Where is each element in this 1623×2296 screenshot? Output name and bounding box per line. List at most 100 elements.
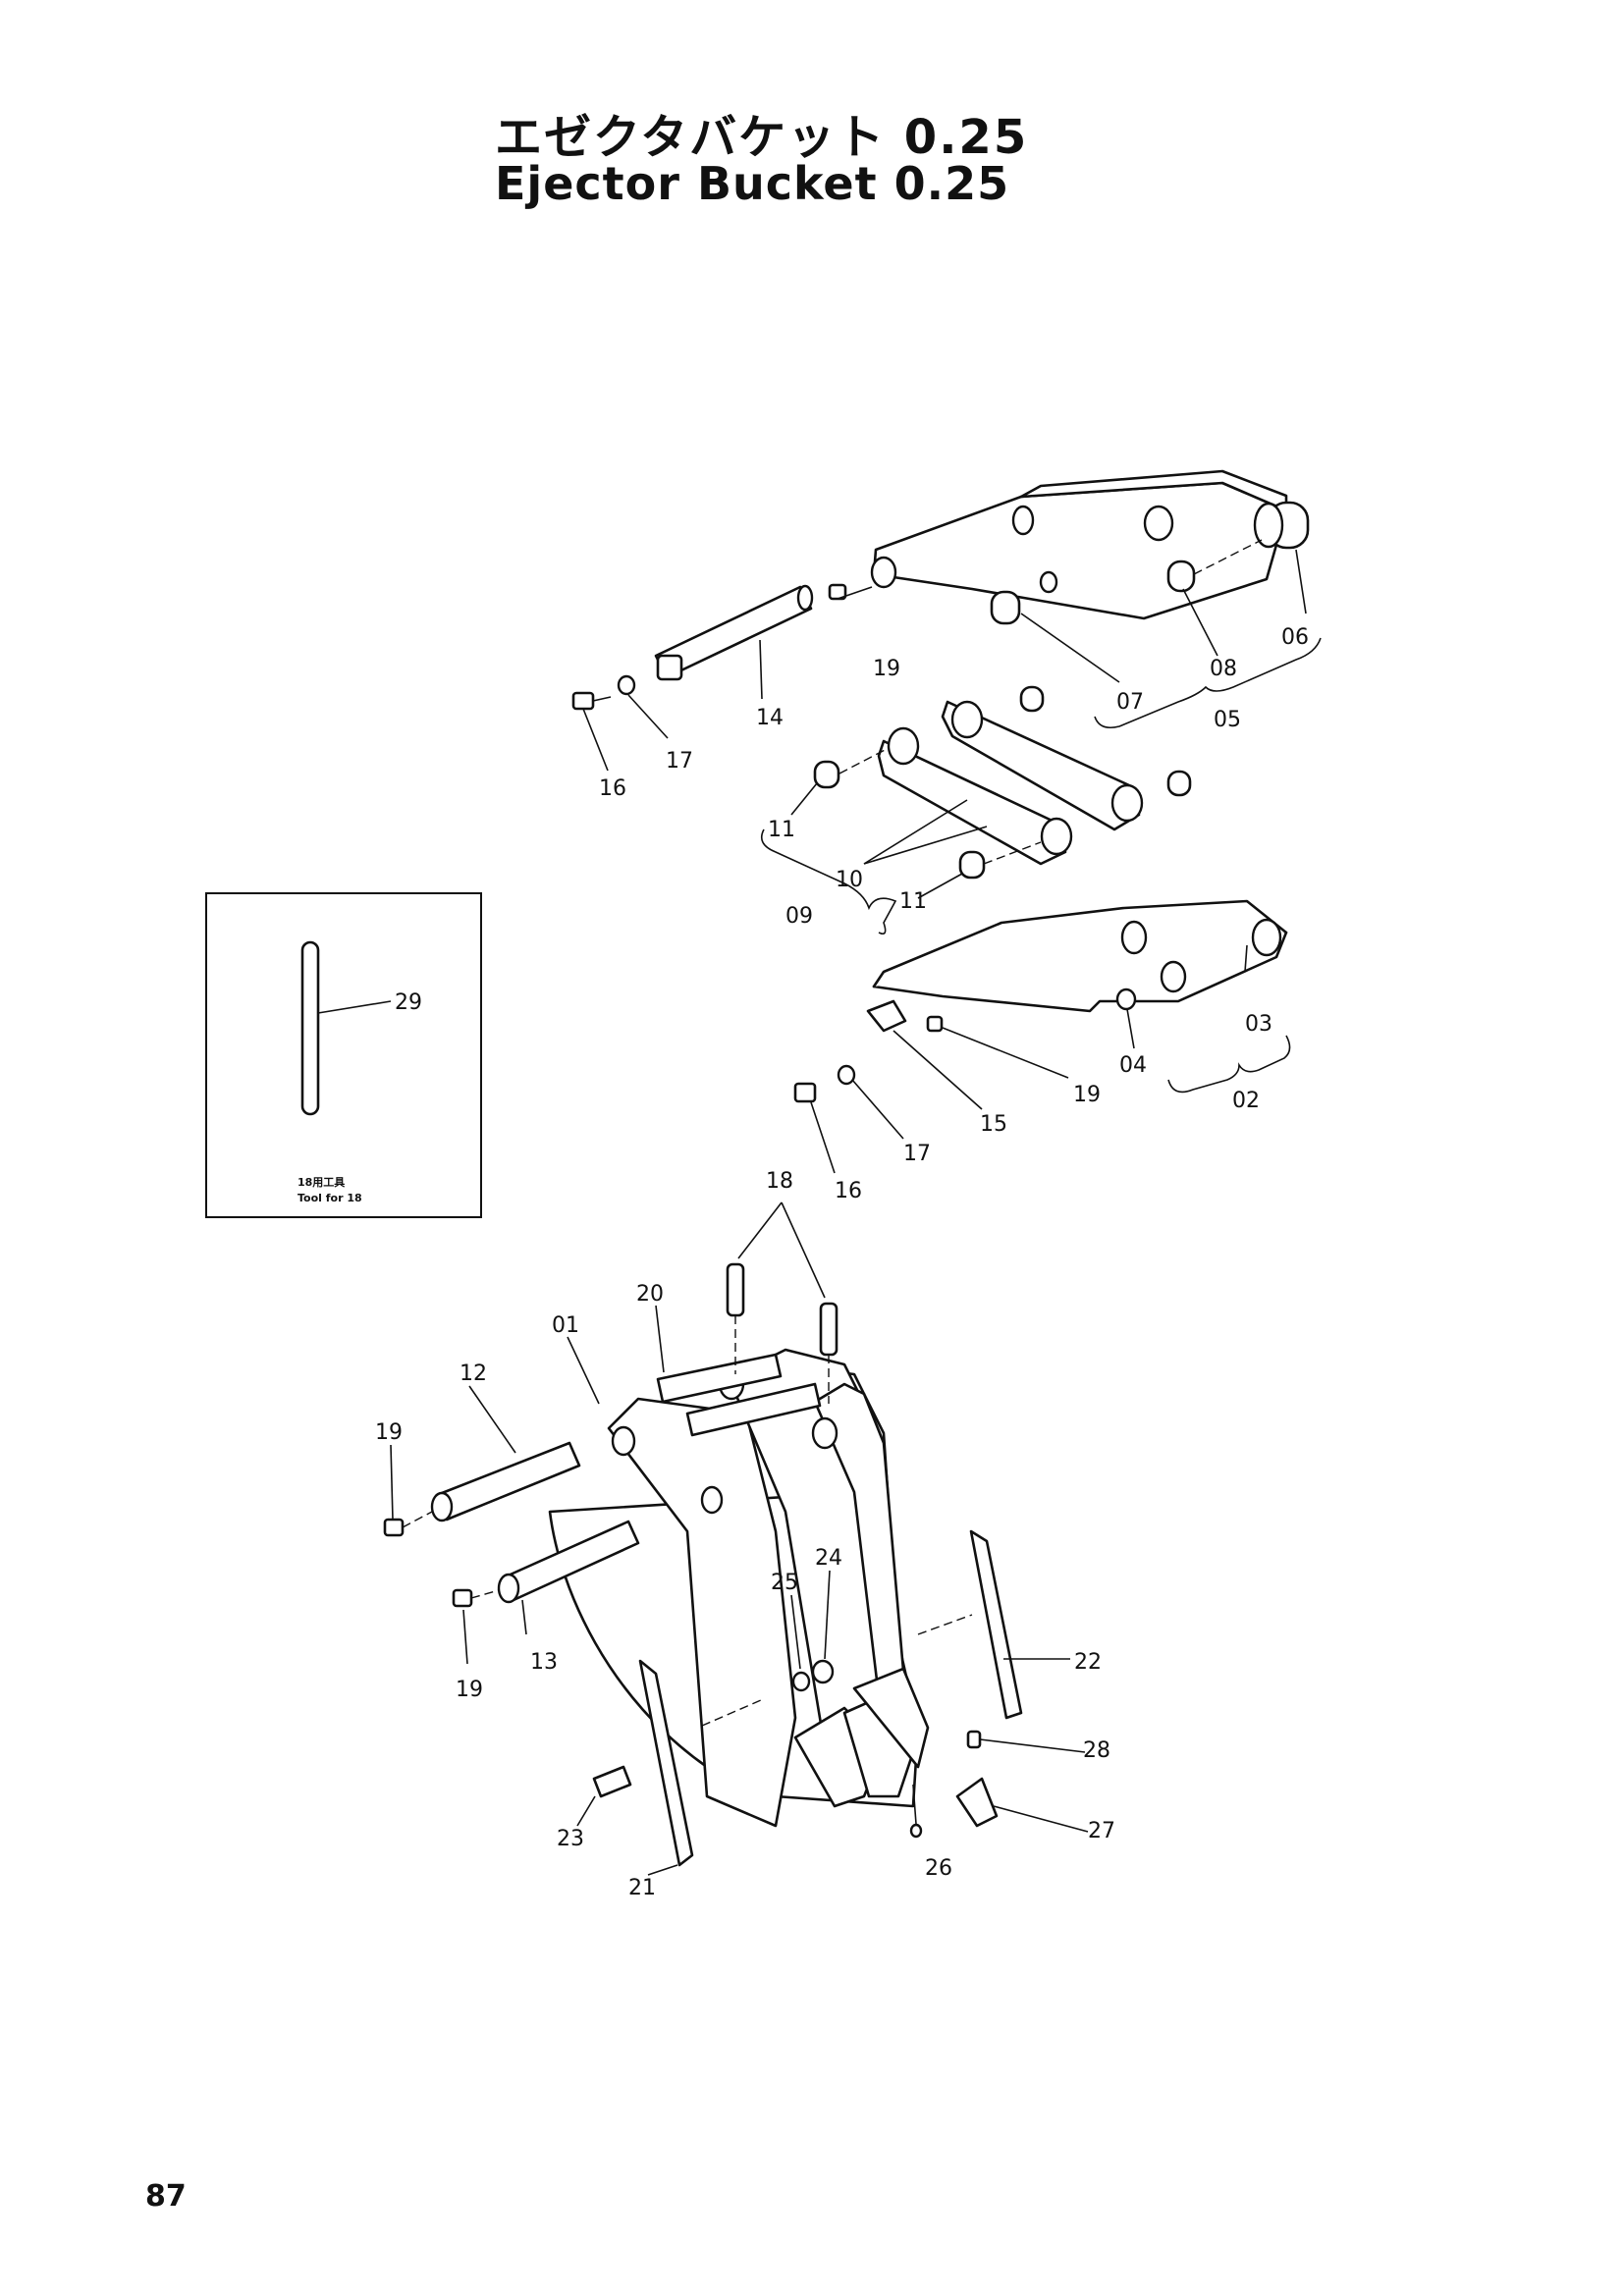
callout-11: 11 xyxy=(899,889,927,914)
leader-29 xyxy=(317,1000,392,1014)
lock-pin-26 xyxy=(909,1823,923,1839)
crossbar xyxy=(685,1382,822,1437)
pin-14 xyxy=(654,584,814,681)
pin-13 xyxy=(497,1520,640,1604)
axis-line xyxy=(1193,539,1263,575)
side-plate-right xyxy=(813,1382,910,1739)
callout-08: 08 xyxy=(1210,657,1237,681)
arm-roller-end xyxy=(1253,502,1284,549)
axis-line xyxy=(917,1614,973,1635)
page-number: 87 xyxy=(145,2179,187,2214)
pin-12-end xyxy=(430,1491,454,1522)
washer-17-top xyxy=(617,674,636,696)
bolt-23 xyxy=(592,1765,632,1798)
bushing-11-a xyxy=(813,760,840,789)
grease-nipple-19-top xyxy=(828,583,873,601)
tooth-right xyxy=(852,1667,930,1769)
inset-caption-en: Tool for 18 xyxy=(298,1192,362,1204)
bolt-16-mid xyxy=(793,1082,817,1103)
callout-25: 25 xyxy=(771,1571,798,1595)
link-front-eye xyxy=(887,726,920,766)
nut-24 xyxy=(811,1659,835,1684)
inset-frame xyxy=(205,892,482,1218)
bushing-07 xyxy=(990,590,1021,625)
grease-nipple-19-lower xyxy=(452,1588,473,1608)
callout-23: 23 xyxy=(557,1827,584,1851)
link-rear-eye xyxy=(950,700,984,739)
axis-line xyxy=(470,1589,500,1599)
callout-27: 27 xyxy=(1088,1819,1115,1843)
callout-17: 17 xyxy=(903,1142,931,1166)
callout-14: 14 xyxy=(756,706,784,730)
leader-lines xyxy=(390,549,1322,1876)
callout-16: 16 xyxy=(599,776,626,801)
arm-pin-hole xyxy=(870,556,897,589)
axis-line xyxy=(701,1699,762,1727)
washer-25 xyxy=(791,1671,811,1692)
callout-13: 13 xyxy=(530,1650,558,1675)
callout-29: 29 xyxy=(395,990,422,1015)
callout-19: 19 xyxy=(1073,1083,1101,1107)
callout-21: 21 xyxy=(628,1876,656,1900)
page-title-english: Ejector Bucket 0.25 xyxy=(495,157,1010,210)
tool-inset-box: 18用工具 Tool for 18 xyxy=(205,892,482,1218)
side-plate-left xyxy=(607,1397,797,1828)
callout-03: 03 xyxy=(1245,1012,1272,1037)
arm-pin-hole-mid xyxy=(1039,570,1058,594)
callout-26: 26 xyxy=(925,1856,952,1881)
lever-15 xyxy=(866,999,907,1033)
callout-20: 20 xyxy=(636,1282,664,1307)
upper-link-arm-assembly xyxy=(870,469,1310,625)
callout-24: 24 xyxy=(815,1546,842,1571)
link-assembly xyxy=(813,685,1192,880)
upper-arm-plate-front xyxy=(872,481,1288,620)
page-title-japanese: エゼクタバケット 0.25 xyxy=(495,110,1029,165)
callout-12: 12 xyxy=(460,1362,487,1386)
callout-04: 04 xyxy=(1119,1053,1147,1078)
tool-rod-29 xyxy=(300,940,320,1116)
upper-arm-plate-rear xyxy=(1019,469,1288,512)
callout-09: 09 xyxy=(785,904,813,929)
arm-boss-mid xyxy=(1143,505,1174,542)
callout-17: 17 xyxy=(666,749,693,774)
bushing-08 xyxy=(1166,560,1196,593)
axis-line xyxy=(402,1511,433,1528)
ejector-eye-low xyxy=(1160,960,1187,993)
pin-14-tab xyxy=(656,654,683,681)
side-cutter-22 xyxy=(969,1529,1023,1720)
pin-18-right xyxy=(819,1302,839,1357)
ejector-plate-edge xyxy=(872,899,1288,988)
callout-19: 19 xyxy=(873,657,900,681)
bucket-pin-hole xyxy=(611,1425,636,1457)
callout-10: 10 xyxy=(836,868,863,892)
ejector-eye-left xyxy=(1120,920,1148,955)
grease-nipple-19-left xyxy=(383,1518,405,1537)
callout-01: 01 xyxy=(552,1313,579,1338)
inset-caption-ja: 18用工具 xyxy=(298,1176,345,1189)
axis-line xyxy=(839,747,890,774)
axis-line xyxy=(983,841,1042,865)
link-front-eye-2 xyxy=(1040,817,1073,856)
pin-14-end xyxy=(796,584,814,612)
callout-16: 16 xyxy=(835,1179,862,1203)
side-cutter-21 xyxy=(638,1659,694,1867)
boss-right xyxy=(811,1416,839,1450)
washer-17-mid xyxy=(837,1064,856,1086)
callout-22: 22 xyxy=(1074,1650,1102,1675)
ejector-eye-right xyxy=(1251,918,1282,957)
pin-28 xyxy=(966,1730,982,1749)
pin-13-end xyxy=(497,1573,520,1604)
callout-05: 05 xyxy=(1214,708,1241,732)
callout-18: 18 xyxy=(766,1169,793,1194)
ejector-plate-assembly xyxy=(793,899,1288,1103)
callout-19: 19 xyxy=(456,1678,483,1702)
pin-20 xyxy=(656,1353,783,1404)
pin-12 xyxy=(430,1441,581,1522)
bushing-11-b xyxy=(958,850,986,880)
pin-12-body xyxy=(435,1441,581,1522)
callout-11: 11 xyxy=(768,818,795,842)
callout-06: 06 xyxy=(1281,625,1309,650)
callout-15: 15 xyxy=(980,1112,1007,1137)
